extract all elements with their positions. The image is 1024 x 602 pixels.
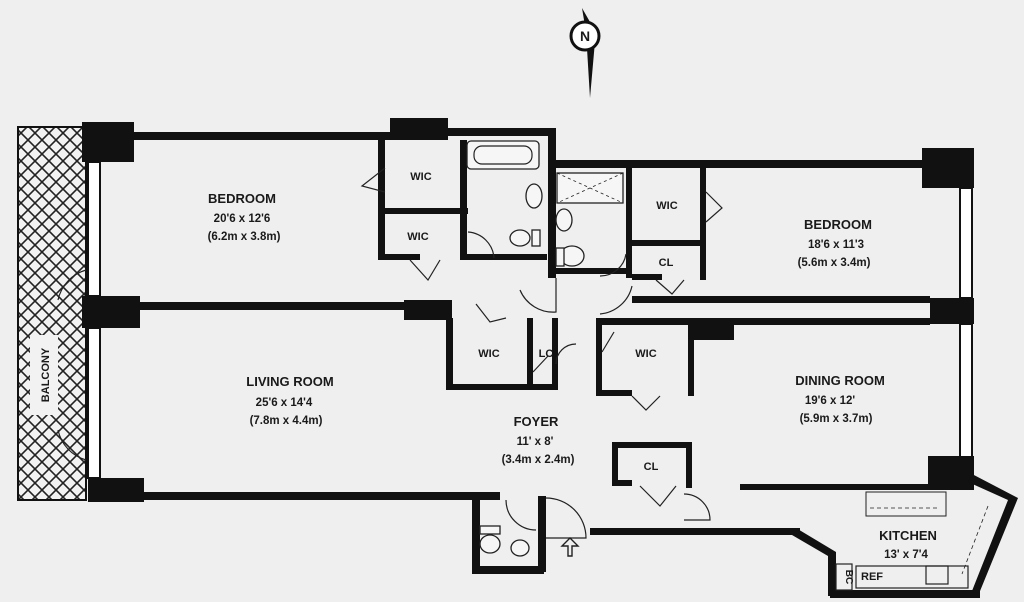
room-dims-imperial: 13' x 7'4 bbox=[884, 549, 928, 561]
closet-wic-label: WIC bbox=[635, 348, 656, 360]
room-dims-metric: (7.8m x 4.4m) bbox=[250, 415, 323, 427]
north-compass-icon: N bbox=[569, 8, 601, 98]
broom-closet-label: BC bbox=[843, 570, 854, 584]
room-dims-metric: (3.4m x 2.4m) bbox=[502, 454, 575, 466]
room-dims-imperial: 11' x 8' bbox=[517, 436, 554, 448]
room-dims-imperial: 19'6 x 12' bbox=[805, 395, 855, 407]
interior-walls bbox=[100, 140, 930, 488]
balcony-label: BALCONY bbox=[40, 347, 52, 402]
closet-labels: WIC WIC WIC CL WIC LC WIC CL BC REF bbox=[407, 171, 883, 584]
room-title: KITCHEN bbox=[879, 528, 937, 543]
room-label-kitchen: KITCHEN 13' x 7'4 bbox=[879, 528, 937, 561]
entry-arrow-icon bbox=[560, 537, 580, 557]
closet-wic-label: WIC bbox=[656, 200, 677, 212]
room-title: DINING ROOM bbox=[795, 373, 885, 388]
room-label-bedroom-east: BEDROOM 18'6 x 11'3 (5.6m x 3.4m) bbox=[798, 217, 872, 269]
closet-wic-label: WIC bbox=[410, 171, 431, 183]
room-dims-metric: (6.2m x 3.8m) bbox=[208, 231, 281, 243]
closet-lc-label: LC bbox=[539, 348, 554, 360]
bath-fixtures bbox=[466, 140, 624, 557]
refrigerator-label: REF bbox=[861, 571, 883, 583]
closet-cl-label: CL bbox=[644, 461, 659, 473]
kitchen-fixtures bbox=[835, 491, 989, 591]
room-title: BEDROOM bbox=[208, 191, 276, 206]
room-title: LIVING ROOM bbox=[246, 374, 333, 389]
room-label-dining-room: DINING ROOM 19'6 x 12' (5.9m x 3.7m) bbox=[795, 373, 885, 425]
exterior-walls bbox=[82, 118, 1018, 598]
room-dims-imperial: 20'6 x 12'6 bbox=[214, 213, 271, 225]
room-label-foyer: FOYER 11' x 8' (3.4m x 2.4m) bbox=[502, 414, 575, 466]
room-label-living-room: LIVING ROOM 25'6 x 14'4 (7.8m x 4.4m) bbox=[246, 374, 333, 427]
room-title: BEDROOM bbox=[804, 217, 872, 232]
compass-label: N bbox=[580, 28, 590, 44]
closet-cl-label: CL bbox=[659, 257, 674, 269]
door-swings bbox=[360, 167, 723, 539]
closet-wic-label: WIC bbox=[407, 231, 428, 243]
room-label-bedroom-west: BEDROOM 20'6 x 12'6 (6.2m x 3.8m) bbox=[208, 191, 281, 243]
closet-wic-label: WIC bbox=[478, 348, 499, 360]
room-dims-metric: (5.9m x 3.7m) bbox=[800, 413, 873, 425]
room-title: FOYER bbox=[514, 414, 559, 429]
room-dims-imperial: 18'6 x 11'3 bbox=[808, 239, 864, 251]
room-dims-imperial: 25'6 x 14'4 bbox=[256, 397, 313, 409]
room-dims-metric: (5.6m x 3.4m) bbox=[798, 257, 871, 269]
balcony: BALCONY bbox=[17, 126, 87, 501]
